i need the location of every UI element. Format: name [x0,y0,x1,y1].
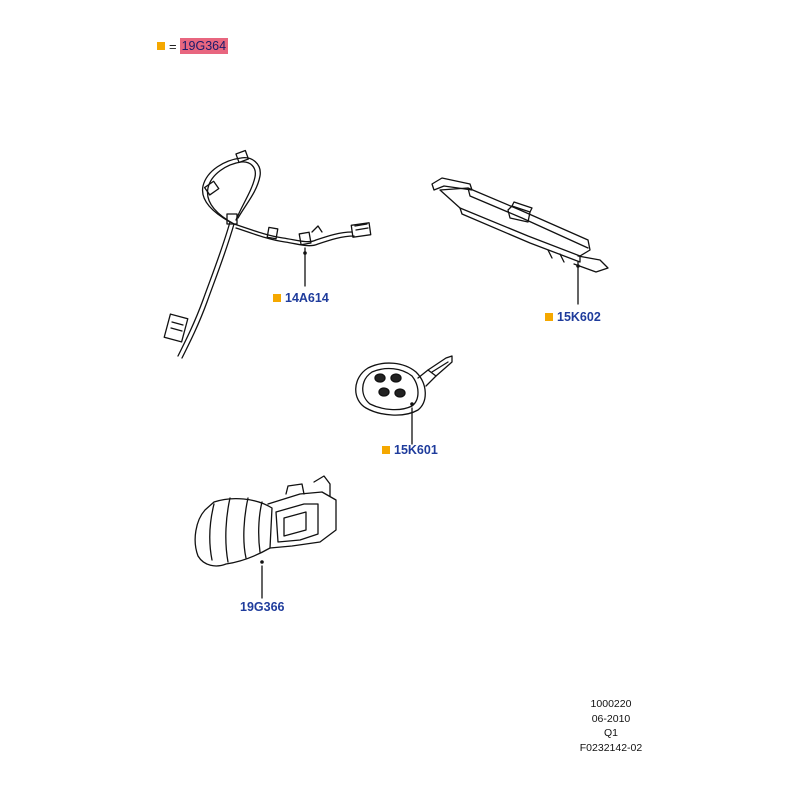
ignition-lock-drawing [194,475,337,599]
part-number-label: 19G366 [240,600,285,614]
callout-14a614[interactable]: 14A614 [273,291,329,305]
reference-line-2: 06-2010 [591,712,631,725]
reference-line-4: F0232142-02 [579,741,643,754]
part-number-label: 14A614 [285,291,329,305]
receiver-module-drawing [431,177,609,305]
reference-line-3: Q1 [603,727,618,739]
illustration-reference: 1000220 06-2010 Q1 F0232142-02 [575,697,647,755]
part-number-label: 15K601 [394,443,438,457]
callout-15k602[interactable]: 15K602 [545,310,601,324]
remote-key-drawing [355,355,453,445]
legend-highlighted-part: 19G364 [179,38,229,54]
part-number-label: 15K602 [557,310,601,324]
callout-19g366[interactable]: 19G366 [240,600,284,614]
marker-icon [545,313,553,321]
legend: = 19G364 [157,37,229,55]
legend-equals: = [169,38,177,54]
wiring-harness-drawing [163,149,372,359]
callout-15k601[interactable]: 15K601 [382,443,438,457]
legend-marker-icon [157,42,165,50]
marker-icon [273,294,281,302]
marker-icon [382,446,390,454]
reference-line-1: 1000220 [590,698,632,710]
